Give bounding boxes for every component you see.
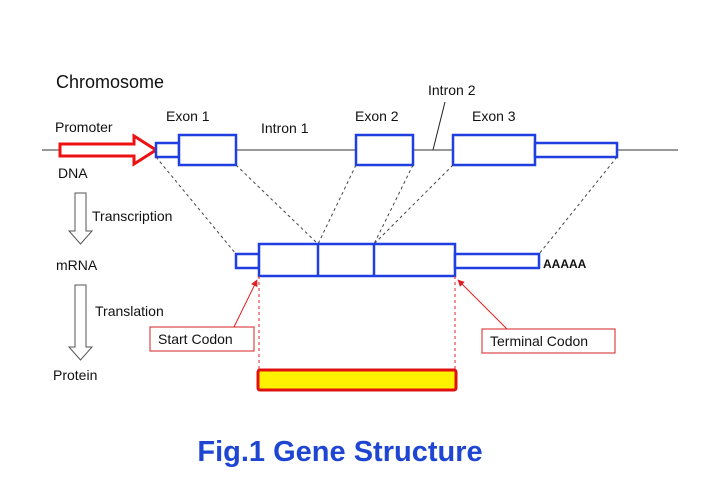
mrna-5utr-box [234,252,261,270]
intron2-label: Intron 2 [428,82,476,98]
mrna-3utr-box [453,252,541,270]
promoter-arrow-icon [58,133,159,167]
start-codon-pointer-arrow [233,279,258,328]
terminal-codon-box [481,328,616,354]
chromosome-label: Chromosome [56,72,164,92]
mrna-cds-box [257,242,457,278]
dna-3utr-box [533,141,619,159]
protein-bar [256,368,458,392]
transcription-arrow-icon [67,192,94,245]
transcription-label: Transcription [92,208,172,224]
start-codon-box [149,326,255,352]
exon3-label: Exon 3 [472,108,516,124]
dna-exon2-box [354,133,415,167]
intron1-label: Intron 1 [261,120,309,136]
dna-label: DNA [58,165,88,181]
terminal-codon-pointer-arrow [457,279,508,330]
terminal-codon-label: Terminal Codon [490,333,588,349]
dna-exon3-box [451,133,537,167]
translation-label: Translation [95,303,164,319]
promoter-label: Promoter [55,119,113,135]
polya-tail-label: AAAAA [543,257,587,271]
exon1-label: Exon 1 [166,108,210,124]
translation-arrow-icon [67,284,94,361]
exon2-label: Exon 2 [355,108,399,124]
figure-caption: Fig.1 Gene Structure [197,436,482,468]
mrna-label: mRNA [56,257,98,273]
start-codon-label: Start Codon [158,331,233,347]
dna-5utr-box [154,141,181,159]
intron2-pointer-line [432,101,446,151]
dna-exon1-box [177,133,238,167]
protein-label: Protein [53,367,97,383]
splicing-mapping-lines [155,156,618,255]
